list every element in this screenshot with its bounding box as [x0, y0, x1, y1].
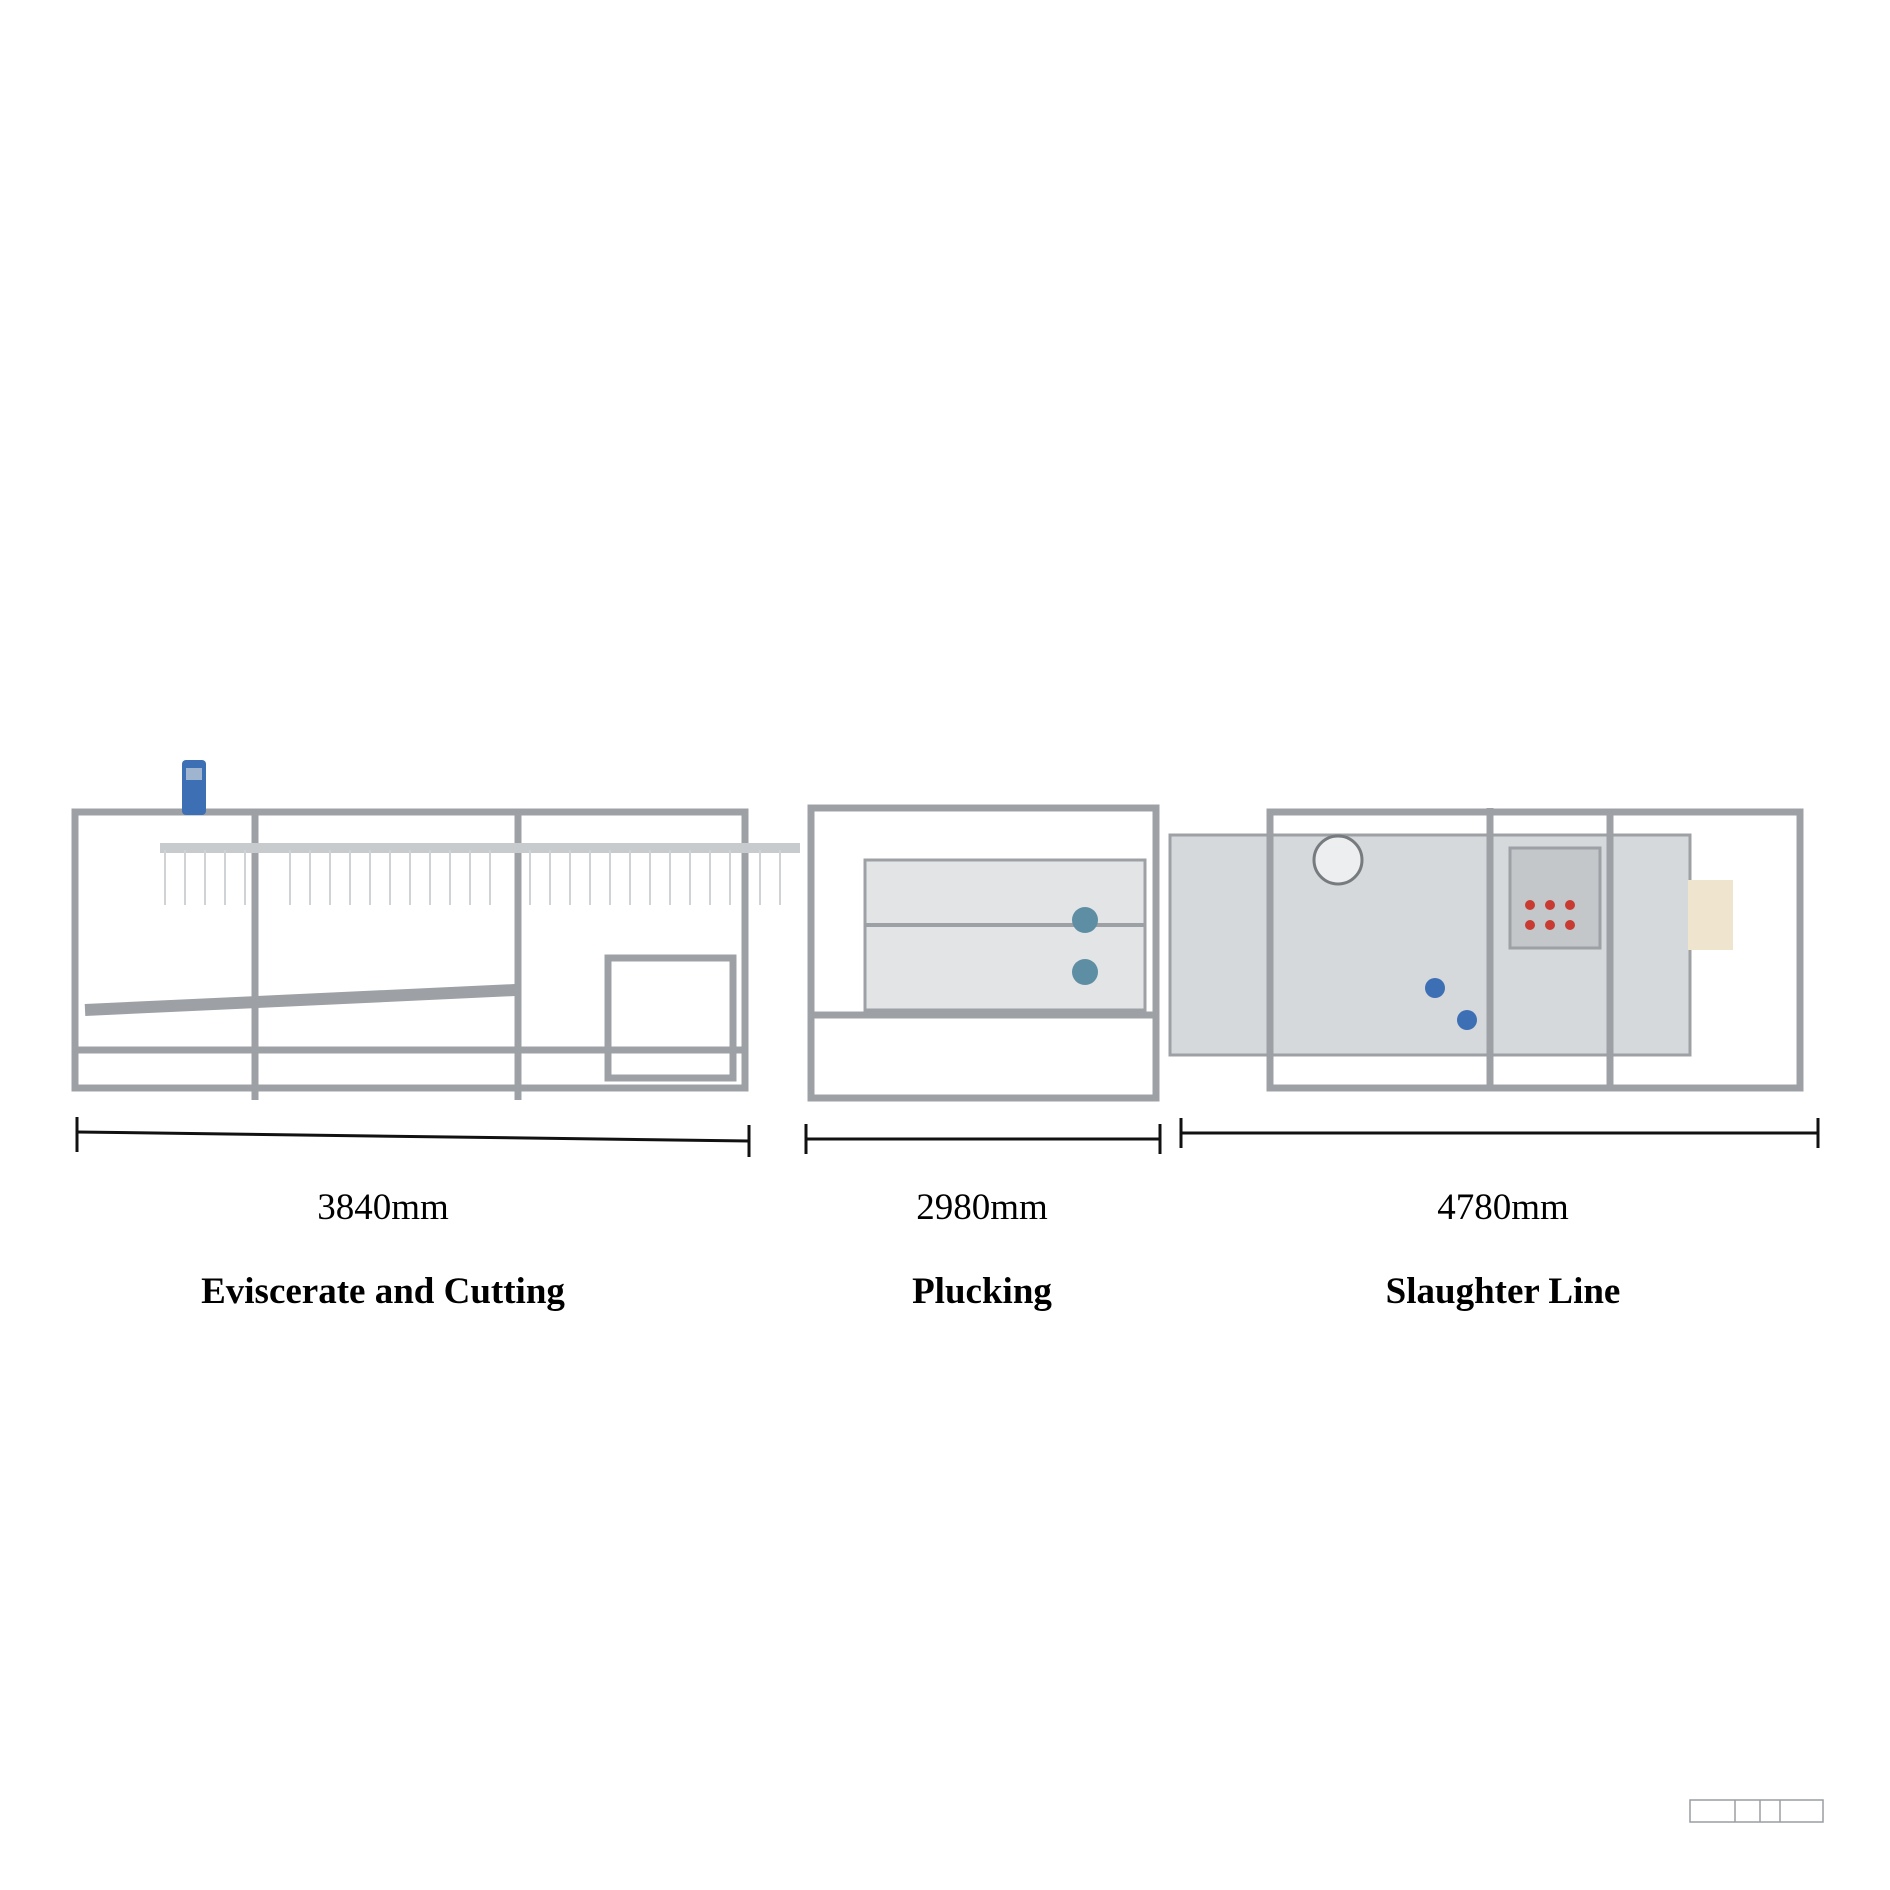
plucking-machine — [807, 804, 1160, 1102]
dimension-lines — [75, 1117, 1820, 1157]
section-title-eviscerate: Eviscerate and Cutting — [201, 1271, 565, 1312]
dimension-label-slaughter: 4780mm — [1437, 1187, 1569, 1228]
eviscerate-machine — [71, 808, 800, 1100]
slaughter-machine — [1168, 808, 1804, 1092]
motor-icon — [182, 760, 206, 815]
dimension-label-eviscerate: 3840mm — [317, 1187, 449, 1228]
section-title-slaughter: Slaughter Line — [1385, 1271, 1621, 1312]
dimension-label-plucking: 2980mm — [916, 1187, 1048, 1228]
thumbnail-preview — [1689, 1799, 1824, 1823]
section-title-plucking: Plucking — [912, 1271, 1052, 1312]
